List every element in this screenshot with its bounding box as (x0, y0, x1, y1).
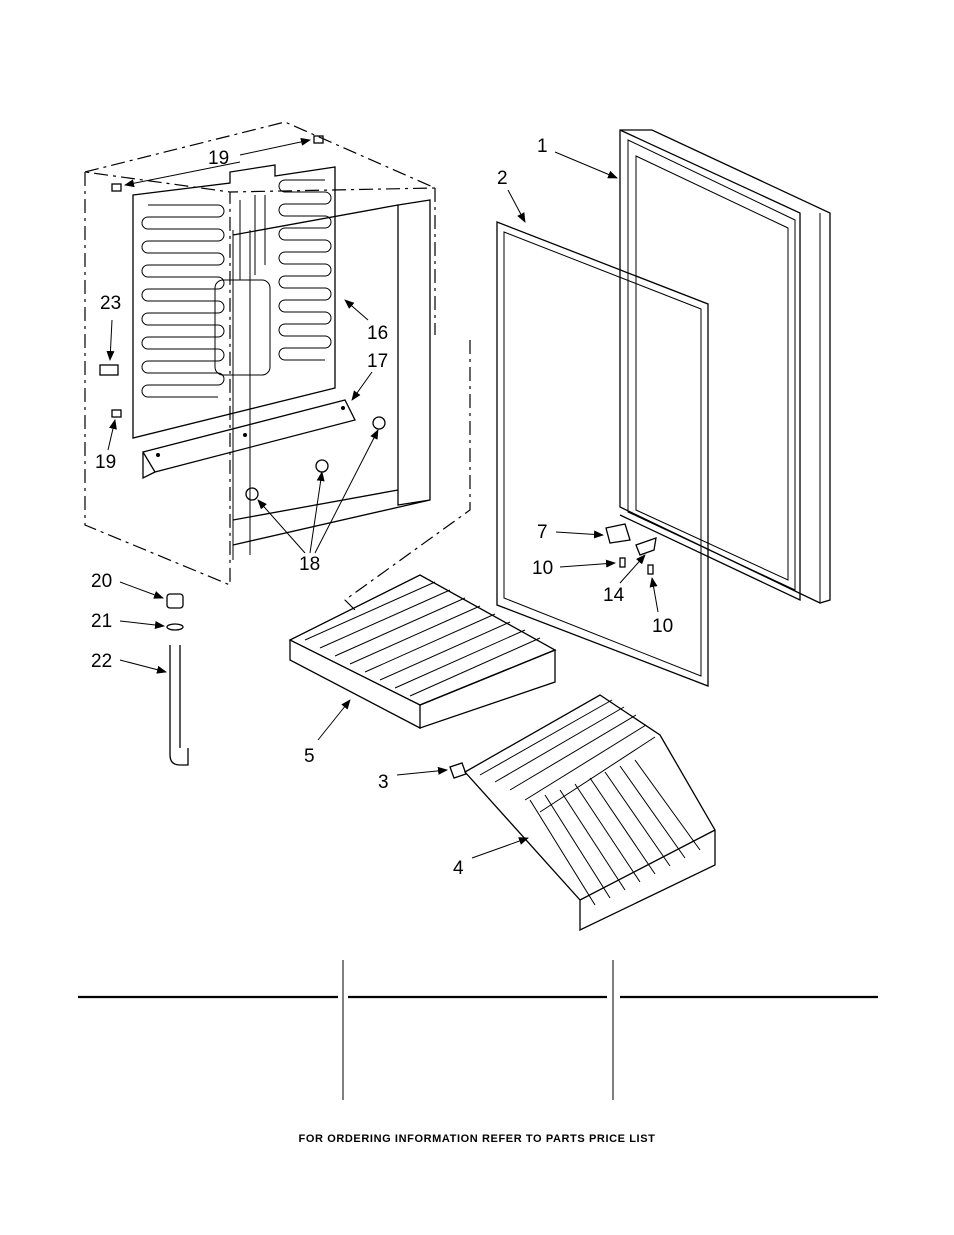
callout-18: 18 (299, 554, 320, 575)
bracket (141, 399, 356, 480)
callout-19-top: 19 (208, 148, 229, 169)
parts-table-lines (78, 960, 878, 1100)
callout-3: 3 (378, 772, 389, 793)
ordering-info-footer: FOR ORDERING INFORMATION REFER TO PARTS … (298, 1133, 656, 1145)
callout-23: 23 (100, 293, 121, 314)
callout-2: 2 (497, 168, 508, 189)
callout-21: 21 (91, 611, 112, 632)
callout-16: 16 (367, 323, 388, 344)
callout-7: 7 (537, 522, 548, 543)
evaporator-panel (132, 164, 336, 439)
callouts: 19 1 2 23 16 17 19 18 7 10 14 10 20 21 2… (91, 136, 673, 879)
callout-10-left: 10 (532, 558, 553, 579)
door (619, 129, 831, 604)
leader-lines (106, 137, 659, 859)
crisper-drawer (288, 574, 557, 730)
screw-19-top (111, 183, 122, 192)
callout-10-right: 10 (652, 616, 673, 637)
screw-19-left (111, 409, 122, 418)
screws (245, 416, 386, 501)
wire-shelf (463, 694, 716, 932)
callout-19-left: 19 (95, 452, 116, 473)
gasket (496, 221, 709, 687)
callout-5: 5 (304, 746, 315, 767)
cabinet-outline (84, 121, 471, 611)
callout-20: 20 (91, 571, 112, 592)
callout-1: 1 (537, 136, 548, 157)
callout-14: 14 (603, 585, 625, 606)
part-23 (99, 364, 119, 376)
callout-4: 4 (453, 858, 464, 879)
clip (449, 762, 467, 779)
drain-parts (166, 593, 189, 766)
screw-19-right (313, 135, 324, 144)
callout-17: 17 (367, 351, 388, 372)
callout-22: 22 (91, 651, 112, 672)
hinge-parts (605, 523, 657, 575)
